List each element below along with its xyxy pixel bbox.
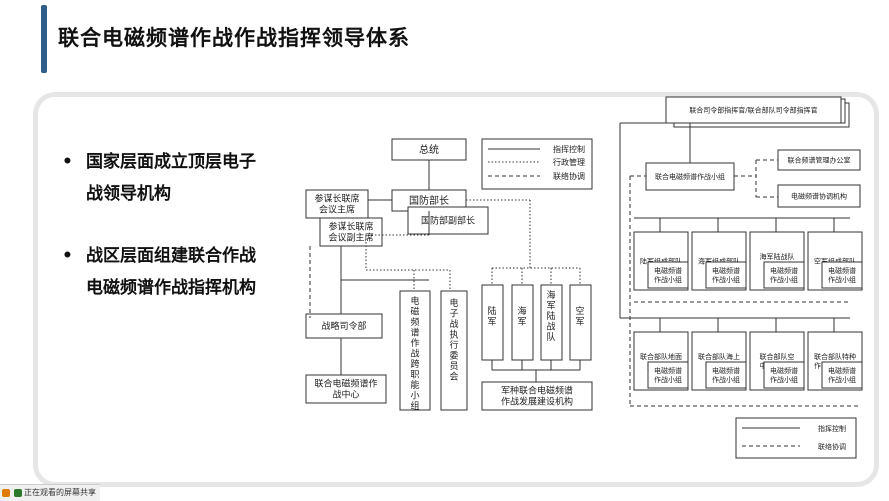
node-component-2-label: 海军组成部队	[698, 256, 740, 265]
node-component-cell-4-label: 电磁频谱作战小组	[828, 266, 856, 284]
node-dep-secdef-label: 国防部副部长	[421, 215, 475, 227]
node-navy-label: 海军	[517, 305, 526, 328]
node-vcjcs	[319, 217, 383, 247]
bullet-item-1: • 国家层面成立顶层电子 战领导机构	[62, 146, 256, 210]
node-ew-committee-label: 电子战执行委员会	[449, 297, 458, 383]
legend-command: 指挥控制	[553, 144, 585, 154]
node-coord-body-label: 电磁频谱协调机构	[791, 191, 847, 200]
node-airforce-label: 空军	[575, 305, 584, 328]
footer-text: 正在观看的屏幕共享	[24, 488, 96, 497]
node-commander	[665, 96, 842, 124]
node-component-4-label: 空军组成部队	[814, 256, 856, 265]
node-stratcom-label: 战略司令部	[321, 320, 366, 332]
node-functional-cell-3	[763, 361, 805, 389]
node-functional-cell-3-label: 电磁频谱作战小组	[770, 366, 798, 384]
node-stratcom	[305, 313, 383, 339]
legend-admin: 行政管理	[553, 157, 585, 167]
node-army-label: 陆军	[487, 305, 496, 328]
bullet-2-line-1: 战区层面组建联合作战	[86, 246, 256, 266]
node-dep-secdef	[407, 206, 489, 235]
node-secdef-label: 国防部长	[409, 194, 449, 207]
node-cross-team-label: 电磁频谱作战跨职能小组	[410, 295, 419, 412]
node-coord-body	[777, 184, 861, 208]
node-component-cell-2-label: 电磁频谱作战小组	[712, 266, 740, 284]
node-cjcs	[305, 189, 369, 219]
node-component-cell-1	[647, 261, 689, 289]
bullet-marker: •	[62, 246, 73, 266]
node-jemso-cell-label: 联合电磁频谱作战小组	[655, 172, 725, 181]
node-functional-cell-4	[821, 361, 863, 389]
bullet-2-line-2: 电磁频谱作战指挥机构	[86, 278, 256, 298]
legend-coord-right: 联络协调	[818, 442, 846, 451]
node-president-label: 总统	[419, 143, 439, 156]
node-marines-label: 海军陆战队	[546, 289, 555, 343]
bullet-1-line-2: 战领导机构	[86, 184, 171, 204]
node-jemsoc	[305, 374, 387, 404]
node-cjcs-label: 参谋长联席会议主席	[314, 193, 359, 216]
node-joint-org	[481, 381, 593, 411]
node-functional-cell-2	[705, 361, 747, 389]
node-component-cell-2	[705, 261, 747, 289]
node-spectrum-office-label: 联合频谱管理办公室	[788, 155, 851, 164]
screen-share-footer[interactable]: 正在观看的屏幕共享	[0, 484, 100, 501]
bullet-marker: •	[62, 152, 73, 172]
bullet-1-line-1: 国家层面成立顶层电子	[86, 152, 256, 172]
node-component-1-label: 陆军组成部队	[640, 256, 682, 265]
node-functional-cell-4-label: 电磁频谱作战小组	[828, 366, 856, 384]
node-commander-label: 联合司令部指挥官/联合部队司令部指挥官	[689, 105, 817, 114]
title-accent-bar	[41, 5, 47, 73]
slide-title: 联合电磁频谱作战作战指挥领导体系	[58, 26, 410, 50]
node-cross-team	[399, 290, 431, 411]
node-functional-cell-2-label: 电磁频谱作战小组	[712, 366, 740, 384]
bullet-item-2: • 战区层面组建联合作战 电磁频谱作战指挥机构	[62, 240, 256, 304]
node-functional-cell-1	[647, 361, 689, 389]
node-jemsoc-label: 联合电磁频谱作战中心	[314, 378, 377, 401]
node-vcjcs-label: 参谋长联席会议副主席	[328, 221, 373, 244]
left-legend	[481, 138, 593, 190]
node-jemso-cell	[645, 162, 735, 191]
node-component-cell-4	[821, 261, 863, 289]
node-joint-org-label: 军种联合电磁频谱作战发展建设机构	[501, 385, 573, 408]
node-functional-cell-1-label: 电磁频谱作战小组	[654, 366, 682, 384]
node-component-cell-1-label: 电磁频谱作战小组	[654, 266, 682, 284]
legend-coord: 联络协调	[553, 171, 585, 181]
right-legend	[735, 417, 857, 459]
legend-command-right: 指挥控制	[818, 424, 846, 433]
node-ew-committee	[440, 290, 468, 411]
share-icon	[2, 488, 10, 497]
mic-icon	[14, 488, 22, 497]
node-component-cell-3	[763, 261, 805, 289]
node-component-2	[691, 231, 747, 291]
node-component-cell-3-label: 电磁频谱作战小组	[770, 266, 798, 284]
